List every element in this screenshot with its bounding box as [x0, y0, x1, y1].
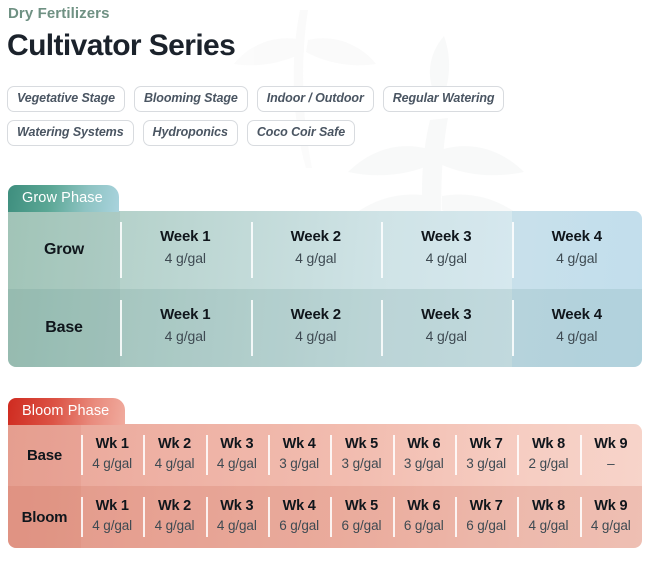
row-label-base: Base [8, 424, 81, 486]
bloom-bloom-wk-1-cell: Wk 1 4 g/gal [81, 486, 143, 548]
row-label-base: Base [8, 289, 120, 367]
bloom-base-wk-2-cell: Wk 2 4 g/gal [143, 424, 205, 486]
bloom-base-wk-7-cell: Wk 7 3 g/gal [454, 424, 517, 486]
grow-week-1-cell: Week 1 4 g/gal [120, 211, 251, 289]
grow-week-4-cell: Week 4 4 g/gal [511, 211, 642, 289]
bloom-bloom-wk-5-cell: Wk 5 6 g/gal [330, 486, 392, 548]
table-row: Base Week 1 4 g/gal Week 2 4 g/gal Week … [8, 289, 642, 367]
bloom-bloom-wk-6-cell: Wk 6 6 g/gal [392, 486, 455, 548]
tag-hydroponics[interactable]: Hydroponics [142, 120, 238, 146]
bloom-bloom-wk-3-cell: Wk 3 4 g/gal [205, 486, 268, 548]
bloom-base-wk-3-cell: Wk 3 4 g/gal [205, 424, 268, 486]
bloom-phase-badge: Bloom Phase [8, 398, 126, 425]
row-label-bloom: Bloom [8, 486, 81, 548]
base-week-4-cell: Week 4 4 g/gal [511, 289, 642, 367]
bloom-phase-section: Bloom Phase Base Wk 1 4 g/gal Wk 2 4 g/g… [8, 398, 642, 548]
grow-week-2-cell: Week 2 4 g/gal [250, 211, 382, 289]
bloom-base-wk-9-cell: Wk 9 – [579, 424, 642, 486]
tag-row-1: Vegetative Stage Blooming Stage Indoor /… [7, 86, 643, 112]
tag-indoor-outdoor[interactable]: Indoor / Outdoor [256, 86, 374, 112]
table-row: Bloom Wk 1 4 g/gal Wk 2 4 g/gal Wk 3 4 g… [8, 486, 642, 548]
tag-blooming-stage[interactable]: Blooming Stage [133, 86, 248, 112]
base-week-3-cell: Week 3 4 g/gal [381, 289, 512, 367]
bloom-bloom-wk-4-cell: Wk 4 6 g/gal [267, 486, 330, 548]
bloom-base-wk-6-cell: Wk 6 3 g/gal [392, 424, 455, 486]
page-title: Cultivator Series [7, 29, 236, 62]
grow-phase-badge: Grow Phase [8, 185, 119, 212]
bloom-bloom-wk-2-cell: Wk 2 4 g/gal [143, 486, 205, 548]
grow-phase-section: Grow Phase Grow Week 1 4 g/gal Week 2 4 … [8, 185, 642, 367]
tag-watering-systems[interactable]: Watering Systems [7, 120, 134, 146]
bloom-base-wk-1-cell: Wk 1 4 g/gal [81, 424, 143, 486]
row-label-grow: Grow [8, 211, 120, 289]
bloom-phase-table: Base Wk 1 4 g/gal Wk 2 4 g/gal Wk 3 4 g/… [8, 424, 642, 548]
tag-vegetative-stage[interactable]: Vegetative Stage [7, 86, 125, 112]
table-row: Grow Week 1 4 g/gal Week 2 4 g/gal Week … [8, 211, 642, 289]
base-week-2-cell: Week 2 4 g/gal [250, 289, 382, 367]
bloom-base-wk-4-cell: Wk 4 3 g/gal [267, 424, 330, 486]
tag-regular-watering[interactable]: Regular Watering [382, 86, 505, 112]
grow-phase-table: Grow Week 1 4 g/gal Week 2 4 g/gal Week … [8, 211, 642, 367]
table-row: Base Wk 1 4 g/gal Wk 2 4 g/gal Wk 3 4 g/… [8, 424, 642, 486]
bloom-base-wk-5-cell: Wk 5 3 g/gal [330, 424, 392, 486]
base-week-1-cell: Week 1 4 g/gal [120, 289, 251, 367]
tag-list: Vegetative Stage Blooming Stage Indoor /… [7, 86, 643, 154]
tag-row-2: Watering Systems Hydroponics Coco Coir S… [7, 120, 643, 146]
bloom-bloom-wk-9-cell: Wk 9 4 g/gal [579, 486, 642, 548]
tag-coco-coir-safe[interactable]: Coco Coir Safe [246, 120, 356, 146]
bloom-bloom-wk-7-cell: Wk 7 6 g/gal [454, 486, 517, 548]
bloom-bloom-wk-8-cell: Wk 8 4 g/gal [517, 486, 579, 548]
grow-week-3-cell: Week 3 4 g/gal [381, 211, 512, 289]
bloom-base-wk-8-cell: Wk 8 2 g/gal [517, 424, 579, 486]
eyebrow-label: Dry Fertilizers [8, 5, 110, 22]
